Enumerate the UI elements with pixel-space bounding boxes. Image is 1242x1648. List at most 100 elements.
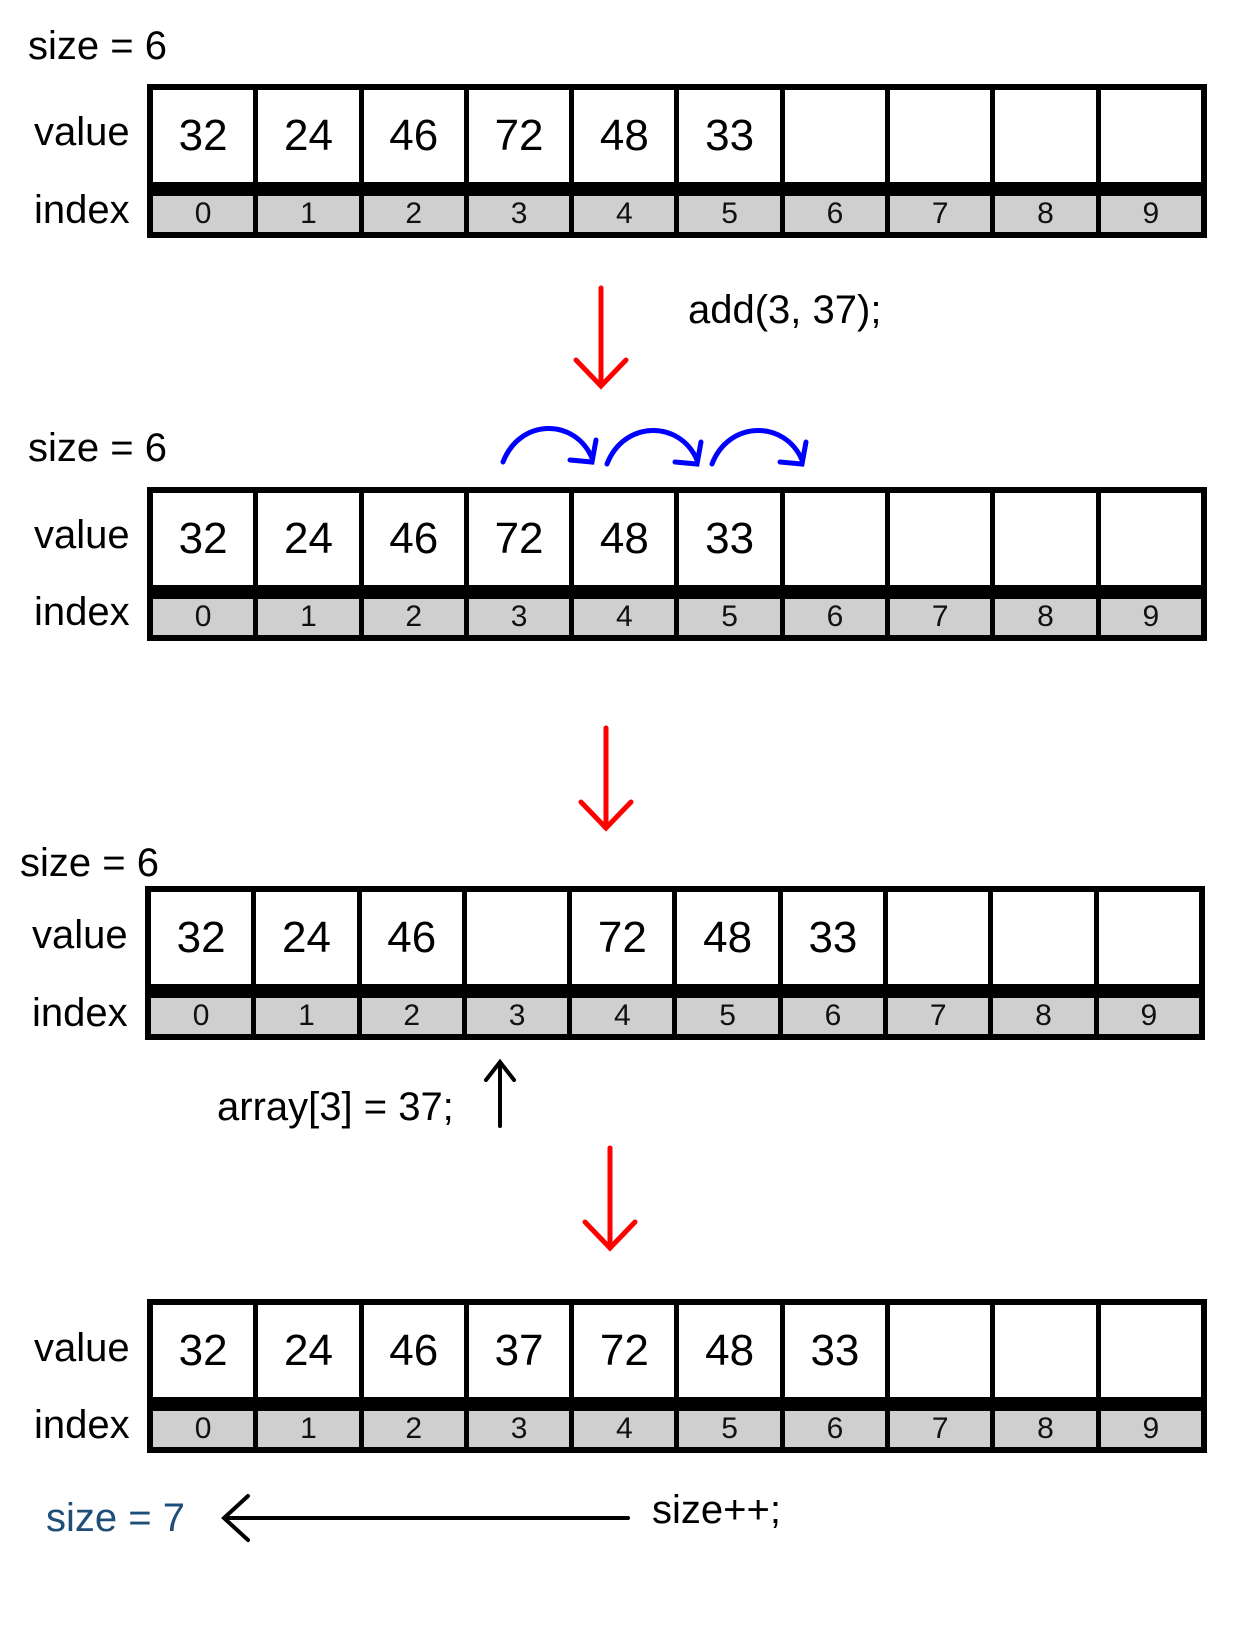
value-cell (890, 90, 996, 182)
index-cell: 3 (468, 599, 575, 635)
value-cell: 24 (258, 90, 364, 182)
index-cell: 4 (572, 998, 678, 1034)
index-cell: 0 (151, 998, 257, 1034)
value-cell: 24 (256, 892, 362, 984)
value-cell: 48 (677, 892, 783, 984)
red-down-arrow-3-icon (582, 1145, 638, 1252)
index-cell: 1 (258, 196, 364, 232)
index-cell: 5 (679, 599, 785, 635)
value-cell (1100, 493, 1201, 585)
value-cell: 24 (258, 1305, 364, 1397)
value-label-step3: value (32, 913, 128, 957)
size-label-step3: size = 6 (20, 841, 159, 885)
index-cell: 9 (1100, 196, 1201, 232)
value-cell (995, 90, 1101, 182)
final-size-label: size = 7 (46, 1496, 185, 1540)
value-cell: 32 (153, 90, 259, 182)
index-cell: 9 (1100, 1411, 1201, 1447)
index-cell: 6 (784, 196, 891, 232)
index-cell: 3 (468, 196, 575, 232)
index-cell: 2 (361, 998, 467, 1034)
value-cell (784, 493, 891, 585)
index-cell: 7 (890, 1411, 996, 1447)
assign-label: array[3] = 37; (217, 1085, 454, 1129)
index-label-step1: index (34, 188, 130, 232)
value-cell (1100, 90, 1201, 182)
index-cell: 9 (1100, 599, 1201, 635)
increment-label: size++; (652, 1488, 781, 1532)
index-cell: 1 (256, 998, 362, 1034)
value-cell (993, 892, 1099, 984)
value-cell: 48 (679, 1305, 785, 1397)
index-cell: 8 (995, 599, 1101, 635)
index-cell: 6 (784, 599, 891, 635)
value-cell: 33 (679, 90, 785, 182)
index-cell: 7 (888, 998, 994, 1034)
index-cell: 1 (258, 1411, 364, 1447)
add-call-label: add(3, 37); (688, 288, 882, 332)
index-cell: 6 (782, 998, 889, 1034)
size-label-step2: size = 6 (28, 426, 167, 470)
value-label-step4: value (34, 1326, 130, 1370)
value-cell: 33 (782, 892, 889, 984)
value-cell: 46 (363, 493, 469, 585)
index-cell: 3 (466, 998, 573, 1034)
index-cell: 2 (363, 196, 469, 232)
size-increment-left-arrow-icon (221, 1494, 630, 1542)
index-cell: 9 (1098, 998, 1199, 1034)
index-cell: 4 (574, 196, 680, 232)
value-cell (890, 1305, 996, 1397)
index-cell: 8 (993, 998, 1099, 1034)
index-cell: 4 (574, 599, 680, 635)
value-cell: 32 (153, 1305, 259, 1397)
index-cell: 6 (784, 1411, 891, 1447)
value-cell: 46 (363, 1305, 469, 1397)
value-cell: 46 (361, 892, 467, 984)
index-label-step2: index (34, 590, 130, 634)
value-cell (890, 493, 996, 585)
index-cell: 3 (468, 1411, 575, 1447)
index-cell: 2 (363, 599, 469, 635)
index-cell: 5 (679, 196, 785, 232)
index-cell: 0 (153, 196, 259, 232)
red-down-arrow-1-icon (573, 285, 629, 390)
value-cell (1100, 1305, 1201, 1397)
index-cell: 4 (574, 1411, 680, 1447)
value-cell (466, 892, 573, 984)
value-cell: 33 (679, 493, 785, 585)
index-cell: 0 (153, 1411, 259, 1447)
index-cell: 2 (363, 1411, 469, 1447)
red-down-arrow-2-icon (578, 725, 634, 832)
blue-shift-arrow-3-icon (709, 428, 809, 467)
blue-shift-arrow-2-icon (604, 428, 704, 467)
value-cell: 24 (258, 493, 364, 585)
index-cell: 1 (258, 599, 364, 635)
value-label-step1: value (34, 110, 130, 154)
value-cell (995, 1305, 1101, 1397)
value-cell (784, 90, 891, 182)
value-cell: 72 (468, 90, 575, 182)
index-label-step4: index (34, 1403, 130, 1447)
index-cell: 7 (890, 599, 996, 635)
value-cell (995, 493, 1101, 585)
value-cell: 48 (574, 90, 680, 182)
value-cell: 37 (468, 1305, 575, 1397)
blue-shift-arrow-1-icon (500, 426, 599, 465)
index-label-step3: index (32, 991, 128, 1035)
value-cell (1098, 892, 1199, 984)
value-cell: 48 (574, 493, 680, 585)
insert-up-arrow-icon (484, 1058, 516, 1128)
index-cell: 5 (677, 998, 783, 1034)
value-label-step2: value (34, 513, 130, 557)
value-cell (888, 892, 994, 984)
